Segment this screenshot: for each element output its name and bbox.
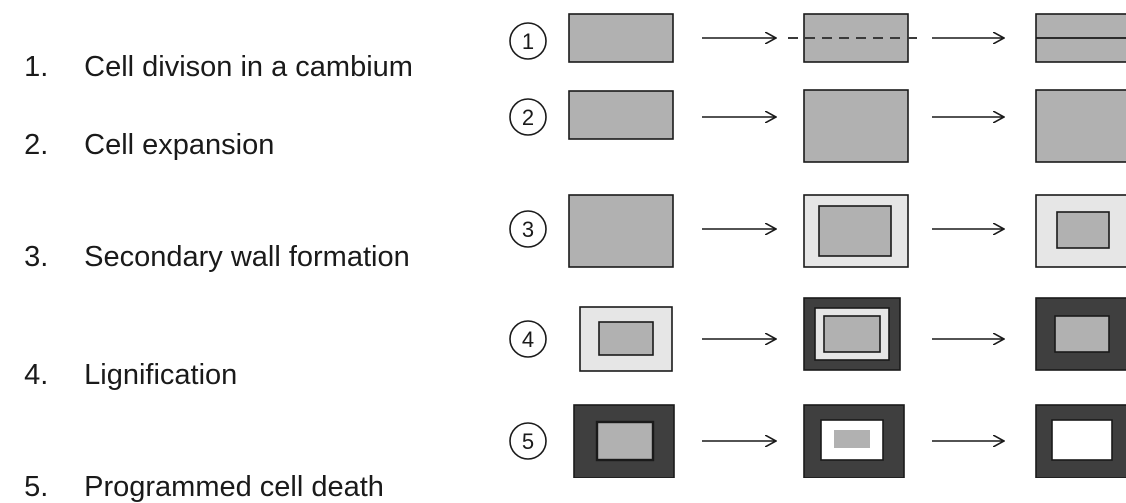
step-label-2: 2. Cell expansion <box>8 102 274 160</box>
expanded-cell <box>1035 89 1126 163</box>
step-label-4: 4. Lignification <box>8 332 237 390</box>
step-number: 3. <box>24 241 49 273</box>
cell-lumen <box>1054 315 1110 353</box>
step-marker-2: 2 <box>509 98 547 136</box>
step-number: 1. <box>24 51 49 83</box>
cell-stage-diagram: 1 2 3 4 5 <box>509 13 1126 478</box>
step-text: Secondary wall formation <box>84 241 410 273</box>
empty-lumen <box>1051 419 1113 461</box>
cell-lumen <box>595 420 655 462</box>
step-number: 2. <box>24 129 49 161</box>
step-marker-text: 4 <box>522 327 534 352</box>
step-marker-text: 3 <box>522 217 534 242</box>
cell-lumen <box>818 205 892 257</box>
row-1-cells <box>568 13 1126 63</box>
step-label-1: 1. Cell divison in a cambium <box>8 24 413 82</box>
cell-lumen <box>598 321 654 356</box>
step-marker-1: 1 <box>509 22 547 60</box>
expanding-cell <box>803 89 909 163</box>
small-cell <box>568 90 674 140</box>
step-label-3: 3. Secondary wall formation <box>8 214 410 272</box>
cambium-cell <box>568 13 674 63</box>
step-marker-3: 3 <box>509 210 547 248</box>
residual-cytoplasm <box>834 430 870 448</box>
step-text: Lignification <box>84 359 238 391</box>
row-5-cells <box>573 404 1126 478</box>
row-2-cells <box>568 89 1126 163</box>
step-text: Cell divison in a cambium <box>84 51 413 83</box>
row-4-cells <box>579 297 1126 372</box>
step-marker-5: 5 <box>509 422 547 460</box>
step-marker-text: 2 <box>522 105 534 130</box>
row-3-cells <box>568 194 1126 268</box>
step-number: 4. <box>24 359 49 391</box>
step-marker-text: 1 <box>522 29 534 54</box>
cell-lumen <box>1056 211 1110 249</box>
step-marker-text: 5 <box>522 429 534 454</box>
cell-lumen <box>823 315 881 353</box>
step-text: Cell expansion <box>84 129 275 161</box>
step-marker-4: 4 <box>509 320 547 358</box>
expanded-cell <box>568 194 674 268</box>
